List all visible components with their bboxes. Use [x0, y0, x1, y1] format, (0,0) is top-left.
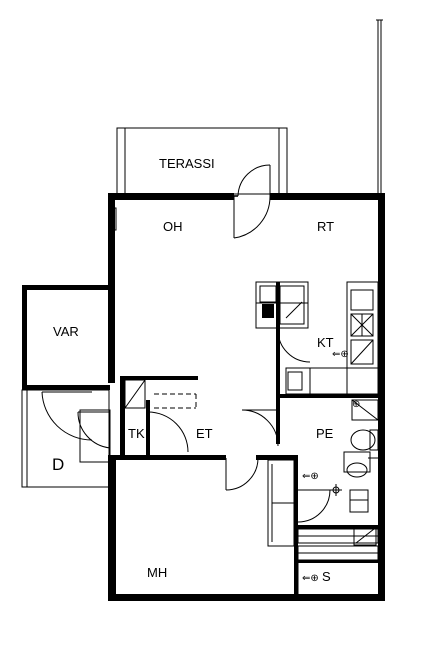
balcony-area — [21, 389, 111, 488]
dining-room-label: RT — [317, 219, 334, 234]
bedroom-label: MH — [147, 565, 167, 580]
terrace-door — [233, 164, 271, 239]
balcony-label: D — [52, 455, 64, 474]
living-room-label: OH — [163, 219, 183, 234]
terrace-label: TERASSI — [159, 156, 215, 171]
bedroom-door — [225, 457, 259, 491]
bedroom-wardrobe — [267, 459, 295, 547]
kitchen-fixtures — [255, 281, 379, 395]
kitchen-door — [277, 329, 311, 363]
bath-socket-symbol: ⊕ — [352, 399, 360, 410]
kitchen-label: KT — [317, 335, 334, 350]
room-labels: TERASSI OH RT KT VAR TK ET PE D MH S — [52, 156, 334, 584]
interior-walls — [108, 282, 385, 594]
kitchen-socket-symbol: ⇐⊕ — [332, 349, 349, 360]
hall-label: ET — [196, 426, 213, 441]
hall-socket-symbol: ⇐⊕ — [302, 471, 319, 482]
closet-door — [147, 411, 189, 453]
hall-fixtures — [124, 379, 197, 409]
toilet-door — [297, 489, 331, 523]
bathroom-fixtures — [330, 399, 379, 513]
closet-label: TK — [128, 426, 145, 441]
socket-symbols: ⇐⊕ ⇐⊕ ⇐⊕ ⊕ — [302, 349, 360, 584]
bath-door — [241, 409, 279, 447]
bathroom-label: PE — [316, 426, 334, 441]
storage-room — [22, 285, 110, 390]
sauna-fixtures — [297, 526, 379, 594]
sauna-label: S — [322, 569, 331, 584]
sauna-socket-symbol: ⇐⊕ — [302, 573, 319, 584]
storage-label: VAR — [53, 324, 79, 339]
terrace-railing — [376, 19, 383, 194]
